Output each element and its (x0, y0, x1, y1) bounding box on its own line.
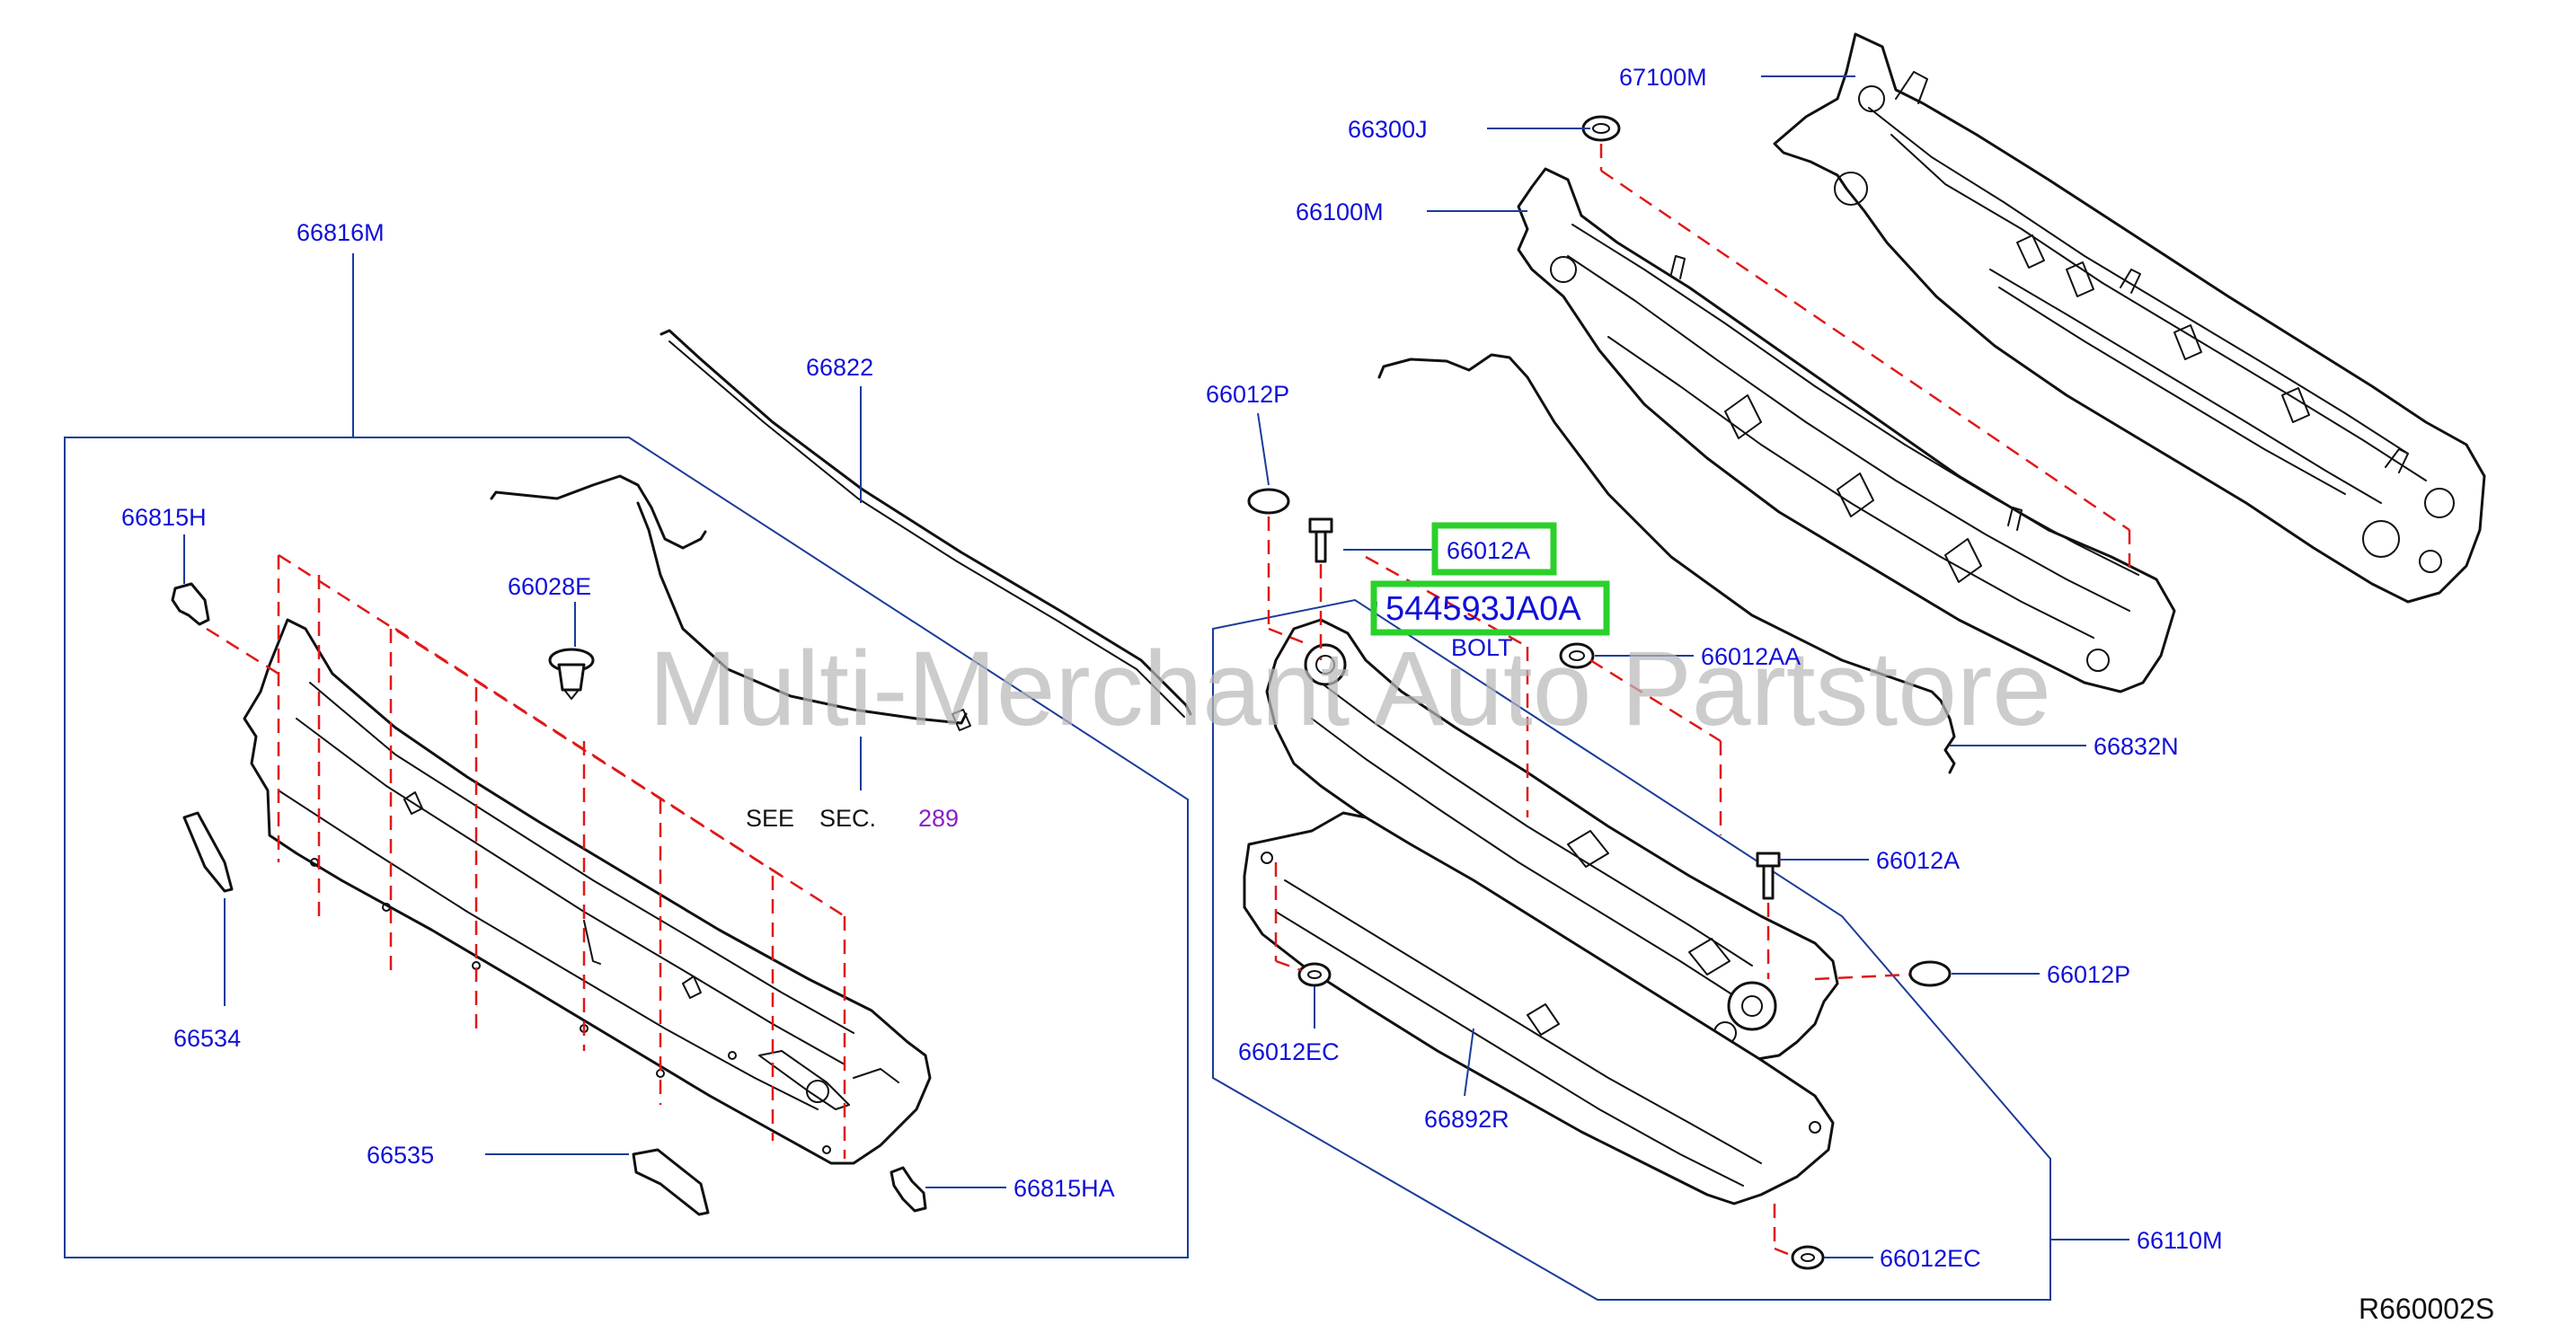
part-66012A-top[interactable] (1308, 517, 1333, 563)
assembly-guides (206, 144, 2131, 1258)
part-66110M[interactable] (1265, 618, 1839, 1062)
part-66534[interactable] (182, 811, 234, 893)
part-66892R[interactable] (1243, 811, 1835, 1205)
part-66012EC-left[interactable] (1297, 962, 1332, 987)
label-544593JA0A[interactable]: 544593JA0A (1385, 590, 1581, 628)
label-66028E[interactable]: 66028E (508, 573, 591, 600)
label-66822[interactable]: 66822 (806, 354, 873, 381)
label-66110M[interactable]: 66110M (2137, 1227, 2223, 1254)
label-66012EC-left[interactable]: 66012EC (1238, 1038, 1340, 1065)
part-66300J[interactable] (1581, 115, 1621, 142)
label-66832N[interactable]: 66832N (2094, 733, 2179, 760)
part-washer-tube[interactable] (490, 474, 971, 731)
label-66816M[interactable]: 66816M (297, 219, 385, 246)
highlight-66012A (1431, 522, 1557, 576)
section-ref-link[interactable]: 289 (918, 805, 959, 832)
label-66100M[interactable]: 66100M (1296, 199, 1384, 225)
label-66012P-top[interactable]: 66012P (1206, 381, 1289, 408)
label-66300J[interactable]: 66300J (1348, 116, 1428, 143)
part-66822[interactable] (659, 329, 1192, 718)
assembly-box-66816M (64, 437, 1189, 1258)
label-67100M[interactable]: 67100M (1619, 64, 1707, 91)
label-66815H[interactable]: 66815H (121, 504, 207, 531)
label-66012AA[interactable]: 66012AA (1701, 643, 1801, 670)
part-66100M[interactable] (1517, 167, 2176, 693)
part-66535[interactable] (632, 1148, 710, 1216)
label-66012A-mid[interactable]: 66012A (1876, 847, 1960, 874)
label-66892R[interactable]: 66892R (1424, 1106, 1509, 1133)
assembly-box-66110M (1212, 598, 2051, 1301)
label-66012P-mid[interactable]: 66012P (2047, 961, 2130, 988)
part-66832N[interactable] (1377, 353, 1956, 774)
part-66815HA[interactable] (890, 1166, 927, 1213)
part-66028E[interactable] (548, 648, 595, 700)
label-bolt: BOLT (1451, 634, 1513, 661)
label-66012EC-bottom[interactable]: 66012EC (1880, 1245, 1981, 1272)
label-66534[interactable]: 66534 (173, 1025, 241, 1052)
label-66815HA[interactable]: 66815HA (1014, 1175, 1115, 1202)
part-66012EC-bottom[interactable] (1791, 1245, 1825, 1270)
part-66012P-mid[interactable] (1908, 960, 1952, 987)
part-66815H[interactable] (171, 582, 210, 626)
part-66012A-mid[interactable] (1756, 852, 1781, 900)
label-66012A-top[interactable]: 66012A (1447, 537, 1530, 564)
part-66012AA[interactable] (1559, 642, 1595, 669)
part-67100M[interactable] (1773, 32, 2486, 604)
label-66535[interactable]: 66535 (367, 1142, 434, 1169)
diagram-code: R660002S (2359, 1293, 2494, 1325)
label-sec: SEC. (819, 805, 876, 832)
watermark: Multi-Merchant Auto Partstore (649, 630, 2051, 748)
part-66012P-top[interactable] (1247, 488, 1290, 515)
label-see: SEE (746, 805, 794, 832)
highlight-544593JA0A (1370, 580, 1610, 636)
